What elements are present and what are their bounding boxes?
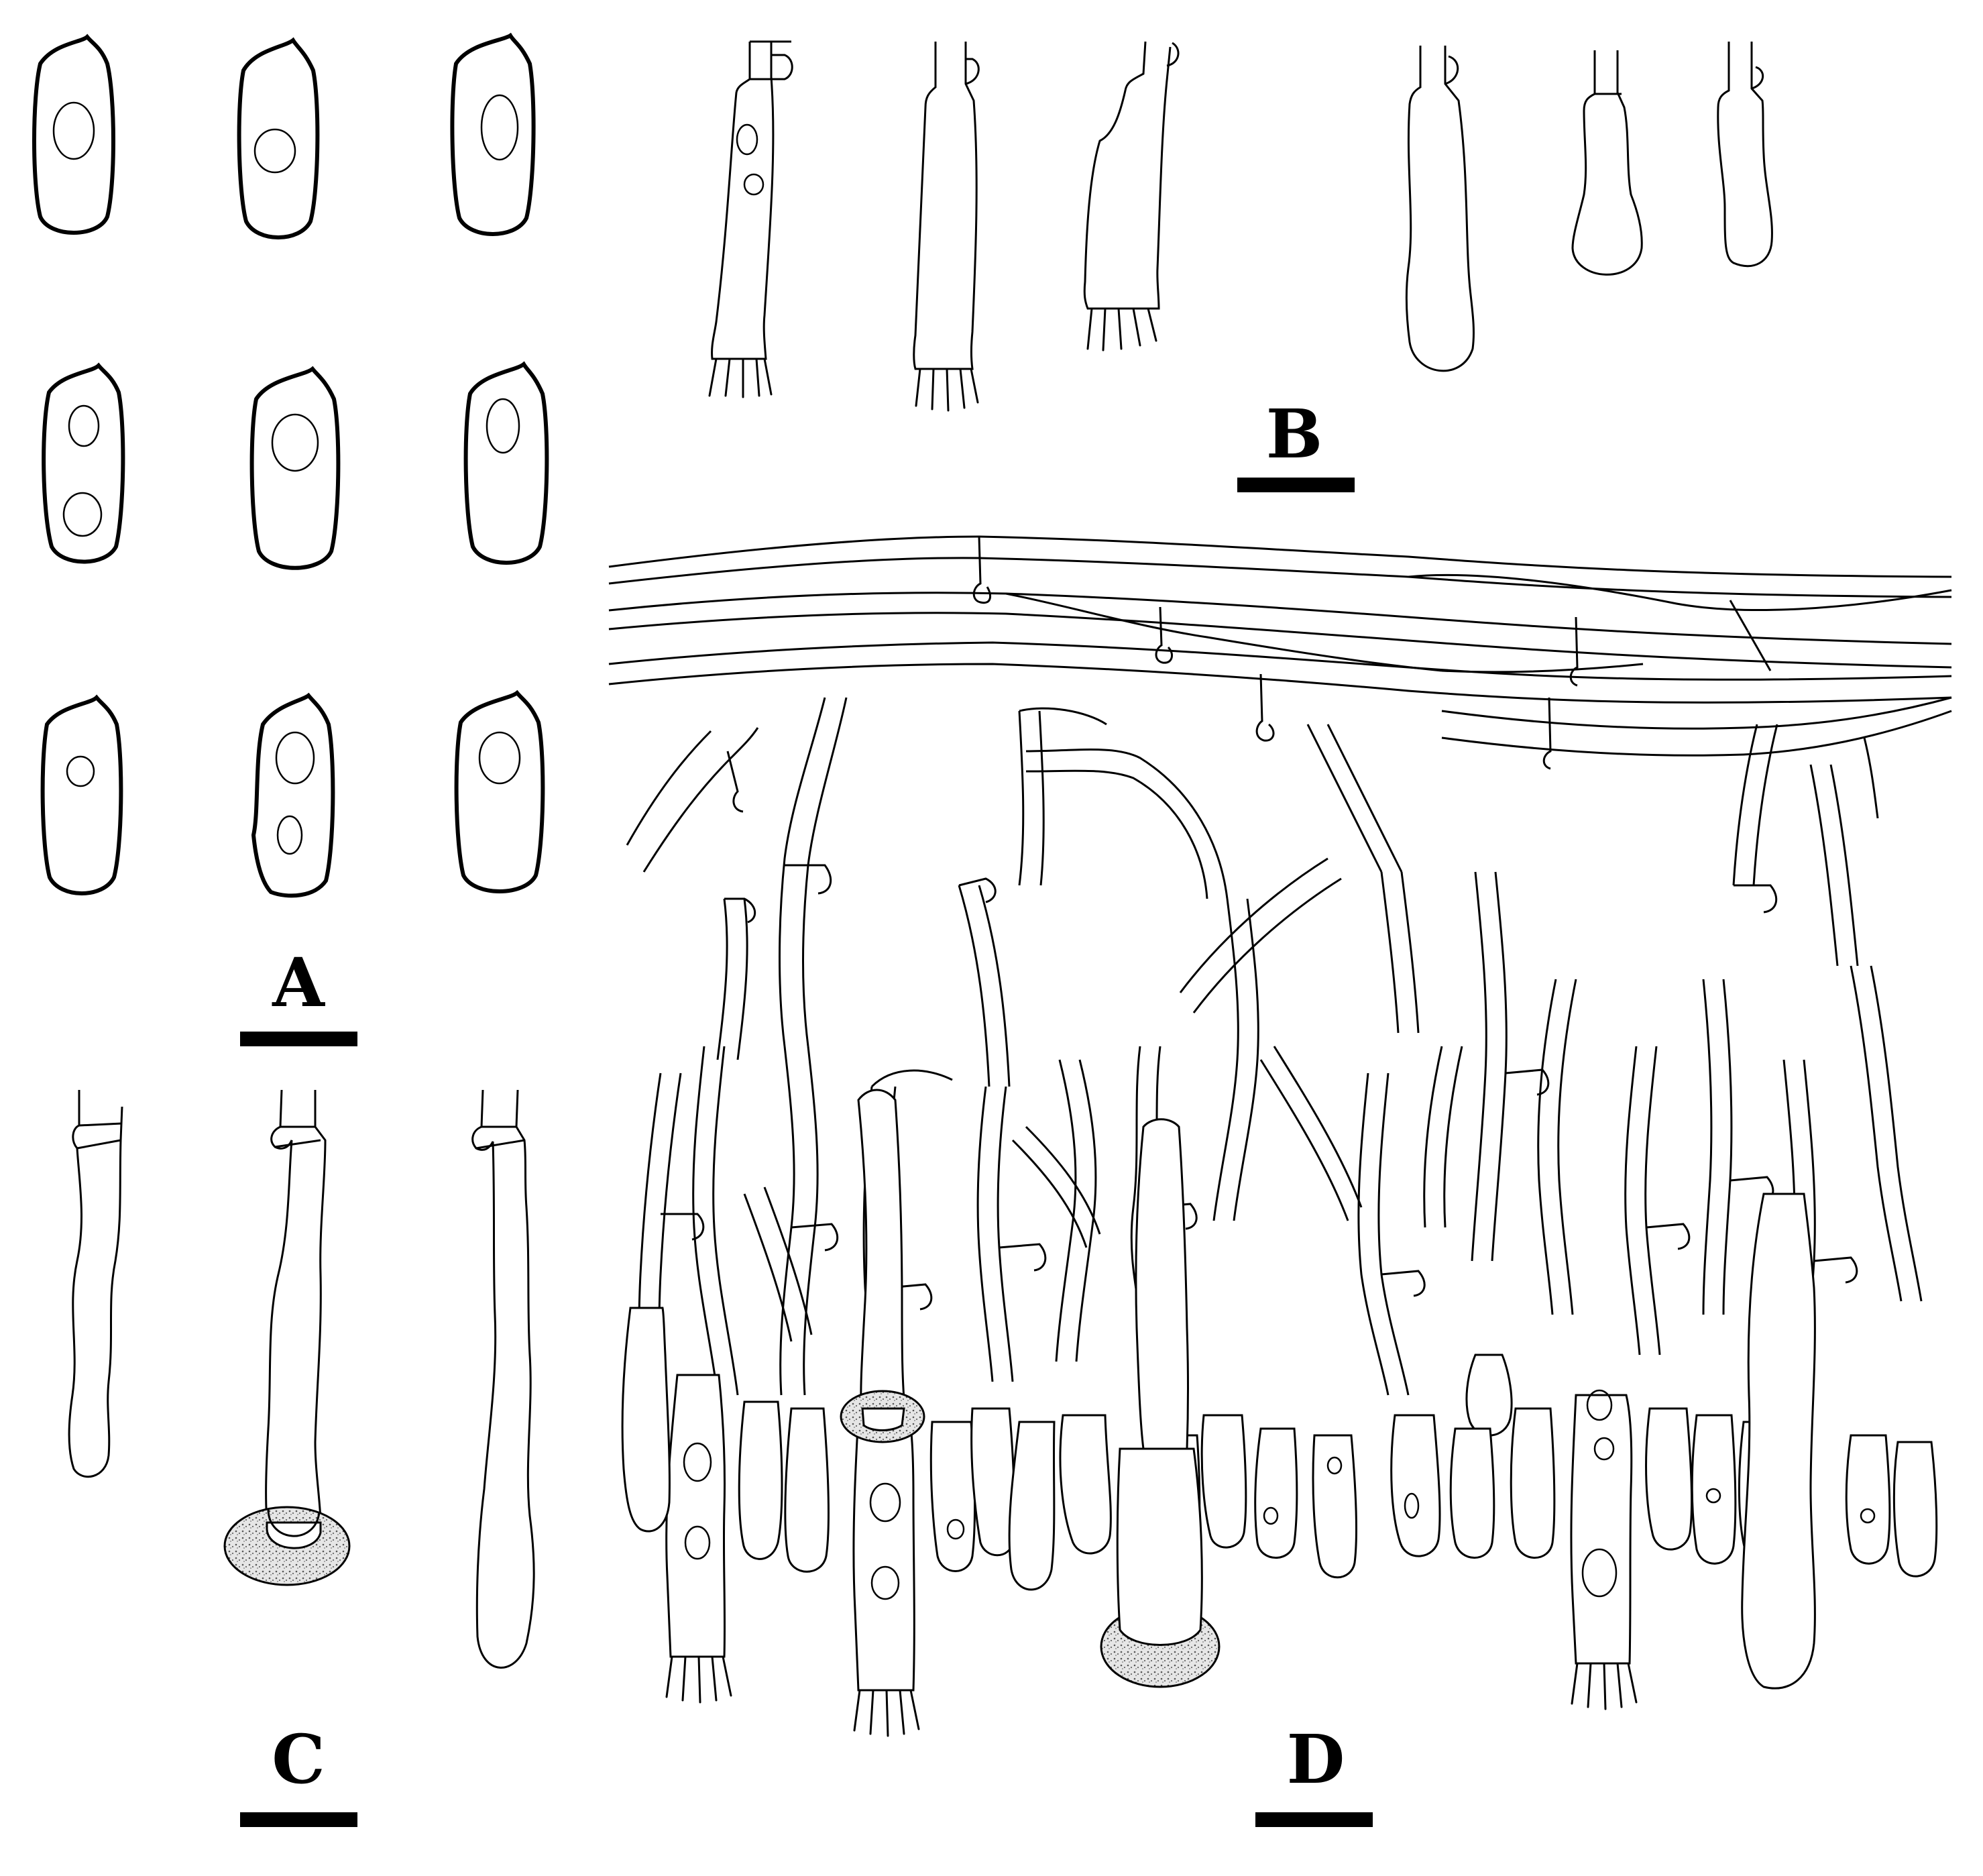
basidiole <box>929 1421 976 1572</box>
spore <box>32 34 115 235</box>
basidiole <box>1059 1414 1112 1555</box>
basidium <box>1570 1389 1638 1710</box>
basidiole <box>1892 1441 1938 1578</box>
basidiole <box>1645 1407 1693 1551</box>
spore <box>463 361 549 565</box>
basidiole <box>1312 1434 1357 1579</box>
basidiole <box>1200 1414 1247 1549</box>
basidiole <box>1465 1354 1513 1437</box>
cystidium <box>68 1090 123 1478</box>
basidium <box>708 40 793 398</box>
basidiole <box>1691 1414 1737 1565</box>
basidiole <box>1845 1434 1891 1565</box>
cystidium <box>1100 1118 1221 1688</box>
cystidium <box>471 1089 535 1669</box>
scale-bar-c <box>240 1812 357 1827</box>
basidiole <box>1449 1427 1495 1559</box>
basidiole <box>1510 1407 1556 1559</box>
panel-label-b: B <box>1266 394 1323 474</box>
spore <box>237 37 320 239</box>
panel-b-basidia: B <box>708 40 1773 492</box>
spore <box>42 362 125 564</box>
hyphal-network <box>638 871 1923 1463</box>
spore <box>454 689 545 893</box>
basidiole <box>784 1407 830 1573</box>
basidiole <box>1008 1421 1056 1591</box>
scale-bar-a <box>240 1032 357 1046</box>
scale-bar-b <box>1237 478 1355 492</box>
subhymenial-hyphae <box>626 697 1879 1087</box>
scale-bar-d <box>1255 1812 1373 1827</box>
cystidium <box>223 1089 351 1586</box>
basidium <box>913 42 980 412</box>
cystidium <box>621 1307 671 1533</box>
basidiole <box>1390 1414 1441 1557</box>
panel-d-hymenium-section: D <box>608 535 1952 1827</box>
basidiole <box>1405 46 1475 372</box>
basidium <box>1083 41 1180 351</box>
spore <box>450 32 536 236</box>
panel-label-c: C <box>272 1720 325 1799</box>
panel-c-cystidia: C <box>68 1089 535 1827</box>
panel-label-d: D <box>1287 1720 1345 1799</box>
basidium <box>852 1414 920 1737</box>
subicular-hyphae <box>608 535 1952 770</box>
basidiole <box>970 1407 1015 1557</box>
basidiole <box>1254 1427 1298 1559</box>
basidium <box>665 1374 732 1704</box>
spore <box>251 692 335 898</box>
panel-a-basidiospores: A <box>32 32 549 1046</box>
cystidium <box>1741 1193 1816 1690</box>
basidiole <box>1717 42 1773 268</box>
spore <box>40 694 123 895</box>
basidiole <box>1571 50 1643 276</box>
panel-label-a: A <box>272 943 325 1022</box>
basidiole <box>738 1400 783 1560</box>
spore <box>249 366 341 570</box>
cystidium <box>840 1089 925 1443</box>
